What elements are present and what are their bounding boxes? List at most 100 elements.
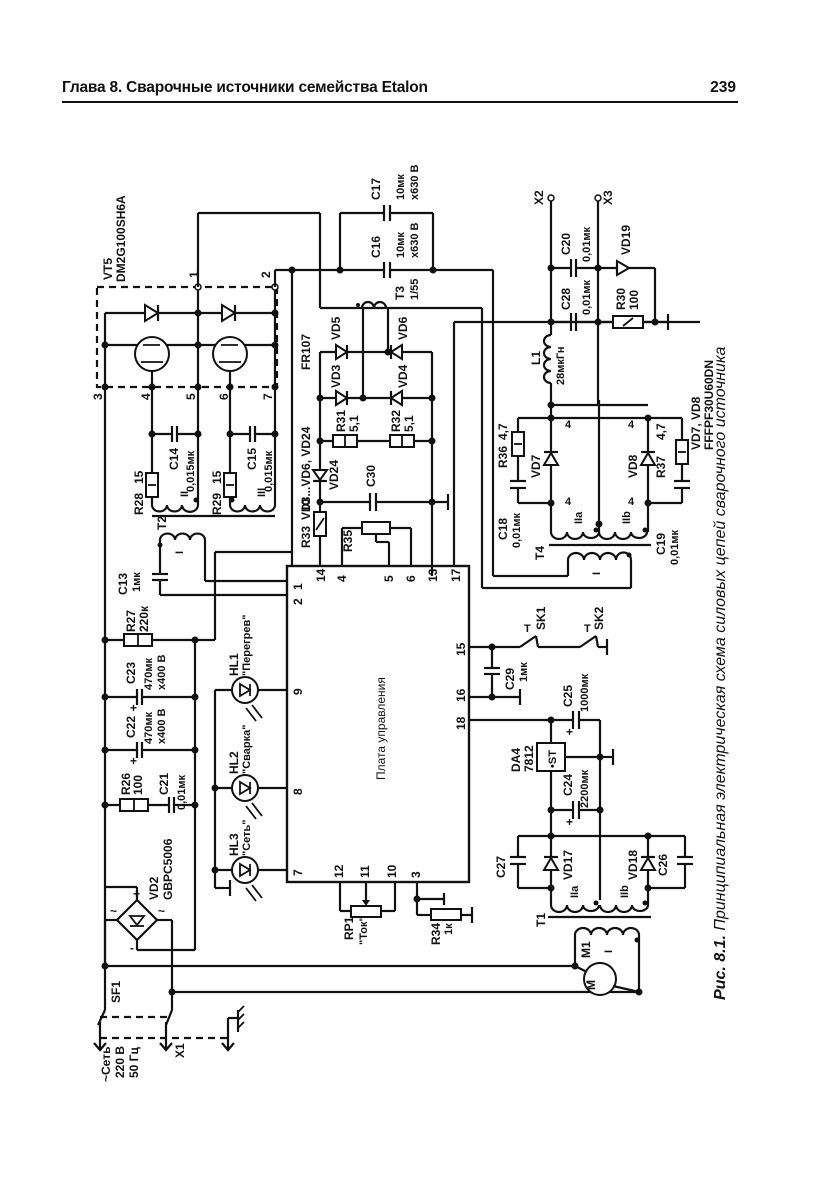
t1-label: T1	[534, 913, 548, 927]
r27-value: 220к	[137, 605, 151, 632]
mains-label-3: 50 Гц	[127, 1047, 141, 1078]
m1-mark: M	[584, 980, 598, 990]
capacitor-c25: + C25 1000мк	[551, 673, 615, 818]
r32-label: R32	[389, 410, 403, 432]
vd2-part: GBPC5006	[161, 838, 175, 900]
page-number: 239	[710, 79, 736, 96]
vt5-label: VT5	[101, 258, 115, 280]
vd17-label: VD17	[561, 850, 575, 880]
vt5-pin-7: 7	[261, 393, 275, 400]
x2-label: X2	[532, 190, 546, 205]
c29-value: 1мк	[518, 662, 530, 682]
vt5-module-outline	[95, 285, 279, 389]
board-pin-16: 16	[454, 688, 468, 702]
vd19-label: VD19	[619, 225, 633, 255]
c23-plus: +	[130, 701, 137, 715]
inductor-l1: L1 28мкГн	[529, 322, 648, 407]
board-pin-7: 7	[291, 869, 305, 876]
c17-voltage: x630 В	[409, 164, 421, 200]
t1-winding-iia: IIa	[569, 885, 581, 898]
l1-label: L1	[529, 351, 543, 365]
board-pin-14: 14	[314, 568, 328, 582]
c18-label: C18	[496, 518, 510, 540]
capacitor-c17: C17 10мк x630 В	[338, 164, 435, 270]
board-pin-18: 18	[454, 716, 468, 730]
board-pin-6: 6	[404, 575, 418, 582]
snubber-r37-c19: R37 4,7 C19 0,01мк	[648, 416, 690, 565]
vt5-transistor-2	[212, 336, 248, 387]
snubber-r36-c18: R36 4,7 C18 0,01мк	[496, 416, 551, 548]
r36-value: 4,7	[496, 423, 510, 440]
r35-label: R35	[341, 530, 355, 552]
c25-value: 1000мк	[579, 673, 591, 712]
rp1-label: RP1	[342, 916, 356, 940]
hl1-caption: "Перегрев"	[241, 615, 253, 676]
page-header: Глава 8. Сварочные источники семейства E…	[62, 75, 738, 103]
vd8-label: VD8	[626, 454, 640, 478]
thermal-switches: T T SK1 SK2	[469, 606, 609, 655]
vt5-pin-5: 5	[184, 393, 198, 400]
c14-value: 0,015мк	[185, 450, 197, 492]
c13-label: C13	[116, 573, 130, 595]
capacitor-c24: + C24 2200мк	[547, 769, 604, 829]
bridge-rectifier-vd2: + - ~ ~ VD2 GBPC5006	[105, 838, 195, 992]
c28-label: C28	[559, 288, 573, 310]
diode-vd19: VD19	[598, 225, 657, 322]
sk1-thermal-mark: T	[524, 623, 531, 635]
regulator-da4: •ST DA4 7812	[469, 716, 600, 818]
vd5-label: VD5	[329, 316, 343, 340]
figure-caption-text: Принципиальная электрическая схема силов…	[712, 346, 729, 931]
t3-label: T3	[393, 286, 407, 300]
c22-value: 470мк	[143, 712, 155, 744]
snubber-c15-r29: C15 0,015мк R29 15	[210, 426, 279, 515]
vt5-diode-2	[221, 303, 237, 323]
t2-winding-iii: III	[256, 488, 268, 497]
board-pin-8: 8	[291, 788, 305, 795]
c15-label: C15	[245, 448, 259, 470]
diode-vd8: VD8	[626, 450, 657, 478]
chapter-title: Глава 8. Сварочные источники семейства E…	[62, 79, 428, 96]
vd24-label: VD24	[327, 460, 341, 490]
control-board-label: Плата управления	[374, 677, 388, 780]
t2-winding-i: I	[174, 551, 186, 554]
hl2-caption: "Сварка"	[241, 725, 253, 774]
r32-value: 5,1	[402, 415, 416, 432]
c16-value: 10мк	[395, 232, 407, 258]
r29-value: 15	[210, 470, 224, 484]
hl2-label: HL2	[227, 751, 241, 774]
c28-value: 0,01мк	[581, 279, 593, 315]
board-pin-1: 1	[291, 583, 305, 590]
t4-winding-iia: IIa	[573, 511, 585, 524]
led-hl2: HL2 "Сварка"	[211, 725, 287, 820]
transformer-t1: T1 IIa IIb I	[534, 885, 651, 992]
vt5-pin-4: 4	[139, 393, 153, 400]
t4-label: T4	[533, 546, 547, 560]
vd2-ac-right: ~	[158, 904, 165, 918]
control-board-outline	[285, 564, 471, 884]
vd2-ac-left: ~	[110, 904, 117, 918]
capacitor-c28: C28 0,01мк	[547, 279, 602, 331]
t2-label: T2	[155, 516, 169, 530]
r36-label: R36	[496, 446, 510, 468]
rp1-caption: "Ток"	[358, 916, 370, 945]
capacitor-c13: C13 1мк	[116, 572, 168, 595]
capacitor-c30: C30	[316, 465, 450, 511]
hl3-label: HL3	[227, 833, 241, 856]
capacitor-c27: C27	[494, 856, 526, 878]
c24-plus: +	[566, 815, 573, 829]
capacitor-c29: C29 1мк	[469, 647, 530, 705]
vd7-label: VD7	[529, 454, 543, 478]
mains-label-2: 220 В	[113, 1046, 127, 1078]
l1-value: 28мкГн	[555, 347, 567, 385]
r30-label: R30	[614, 288, 628, 310]
c25-label: C25	[561, 685, 575, 707]
vt5-pin-6: 6	[217, 393, 231, 400]
r33-value: 10	[299, 498, 313, 512]
vt5-diode-1	[144, 303, 160, 323]
led-hl1: HL1 "Перегрев"	[215, 615, 287, 722]
transformer-t4: T4 IIa IIb I	[480, 400, 651, 590]
diode-vd17: VD17	[542, 850, 575, 880]
r31-value: 5,1	[347, 415, 361, 432]
board-pin-17: 17	[449, 568, 463, 582]
